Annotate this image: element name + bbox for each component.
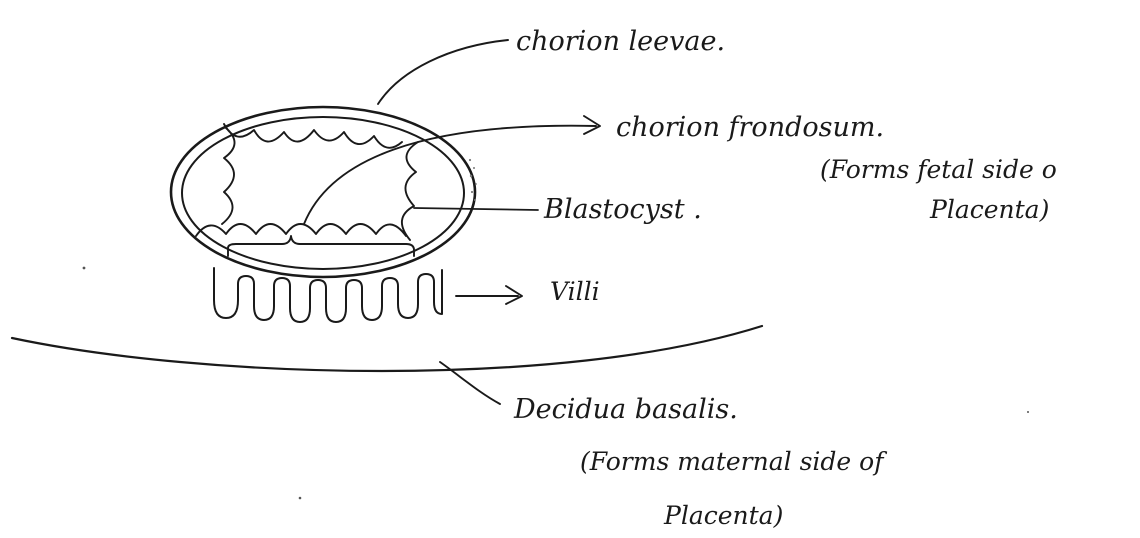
annotations: chorion leevae. chorion frondosum. (Form…: [513, 26, 1057, 530]
decidua-note-line1: (Forms maternal side of: [580, 447, 887, 476]
chorion-frondosum-label: chorion frondosum.: [616, 112, 884, 143]
frondosum-brace: [228, 236, 414, 256]
chorion-leevae-label: chorion leevae.: [516, 26, 725, 57]
blastocyst-label: Blastocyst .: [543, 194, 702, 225]
decidua-note-line2: Placenta): [663, 501, 783, 530]
scalloped-chorion-lining: [196, 124, 418, 240]
frondosum-note-line2: Placenta): [929, 195, 1049, 224]
decidua-basalis-curve: [12, 326, 762, 371]
frondosum-note-line1: (Forms fetal side o: [820, 155, 1057, 184]
villi-label: Villi: [550, 277, 600, 306]
blastocyst-leader: [414, 208, 538, 210]
chorion-leevae-leader: [378, 40, 508, 104]
villi-arrowhead: [506, 286, 522, 304]
chorion-outer-wall: [171, 107, 475, 277]
decidua-basalis-label: Decidua basalis.: [513, 394, 738, 425]
